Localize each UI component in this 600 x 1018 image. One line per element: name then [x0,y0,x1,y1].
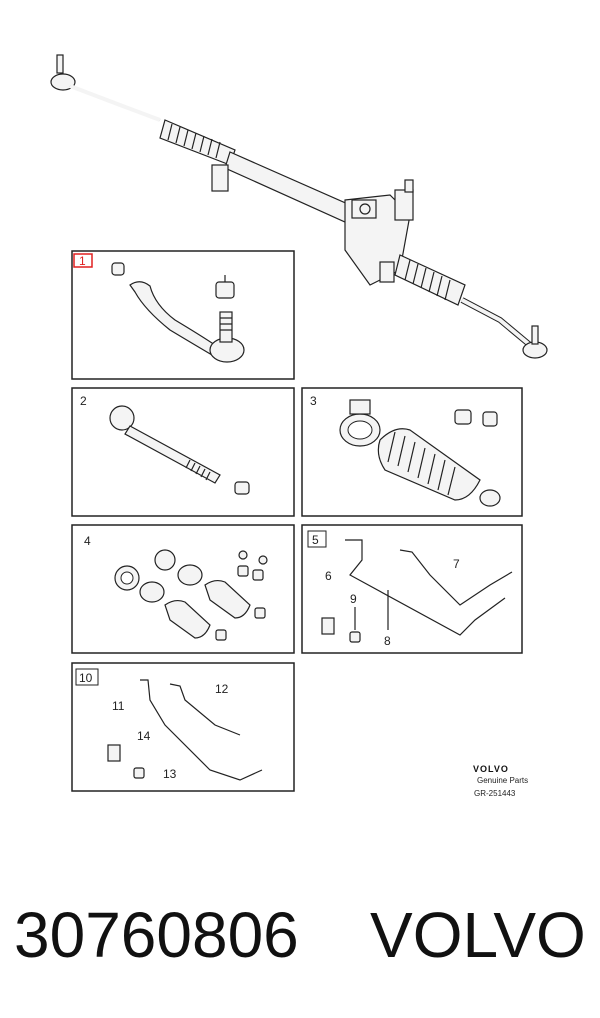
right-boot [394,254,466,306]
callout-9: 9 [350,592,357,606]
panel-tie-rod-end: 1 [71,250,295,380]
panel-inner-tie-rod: 2 [71,387,295,517]
logo-sub: Genuine Parts [477,776,528,785]
panel-boot-kit: 3 [301,387,523,517]
callout-8: 8 [384,634,391,648]
callout-7: 7 [453,557,460,571]
callout-1: 1 [79,254,86,268]
callout-4: 4 [84,534,91,548]
callout-12: 12 [215,682,229,696]
part-number: 30760806 [14,899,299,971]
parts-diagram: 1 2 3 4 [50,54,548,798]
gear-housing [344,179,414,286]
callout-14: 14 [137,729,151,743]
callout-6: 6 [325,569,332,583]
callout-3: 3 [310,394,317,408]
callout-13: 13 [163,767,177,781]
callout-10: 10 [79,671,93,685]
panel-pipes-2: 10 11 12 13 14 [71,662,295,792]
callout-11: 11 [112,699,125,713]
callout-box-highlight [73,253,93,268]
panel-hardware-kit: 4 [71,524,295,654]
volvo-logo-block: VOLVO Genuine Parts GR-251443 [473,764,528,798]
callout-2: 2 [80,394,87,408]
logo-brand: VOLVO [473,764,509,774]
left-boot [159,119,236,166]
brand-caption: VOLVO [370,899,586,971]
callout-5: 5 [312,533,319,547]
logo-code: GR-251443 [474,789,516,798]
steering-rack-assembly [50,54,548,359]
panel-pipes: 5 6 7 8 9 [301,524,523,654]
